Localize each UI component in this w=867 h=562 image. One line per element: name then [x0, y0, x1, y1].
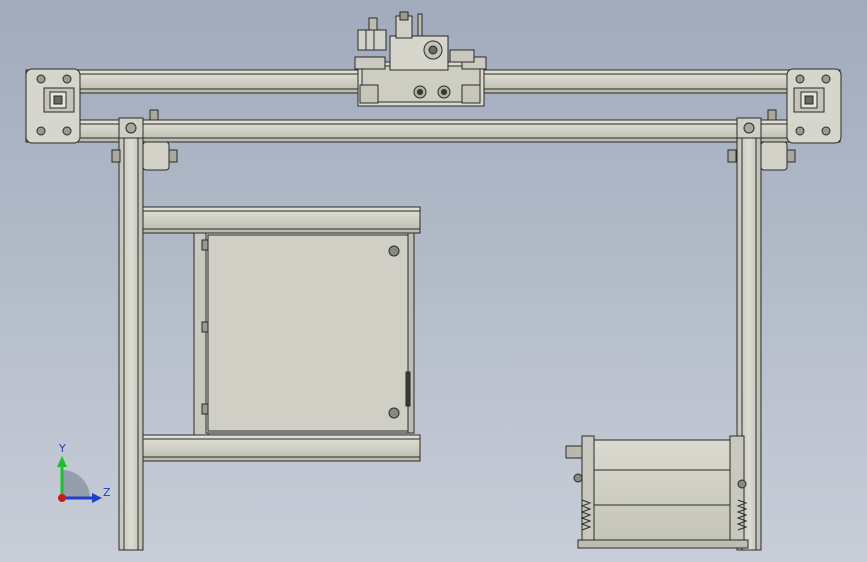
cabinet-frame	[142, 206, 421, 462]
right-corner-bracket	[727, 109, 796, 171]
right-end-plate	[786, 68, 842, 144]
left-corner-bracket	[111, 109, 178, 171]
axis-triad	[57, 456, 102, 503]
right-vertical-post	[736, 117, 762, 551]
gantry-carriage	[354, 11, 487, 107]
z-axis-label: Z	[103, 486, 111, 499]
left-end-plate	[25, 68, 81, 144]
electrical-cabinet	[201, 232, 415, 434]
lower-gantry-beam	[25, 119, 841, 143]
y-axis-label: Y	[59, 442, 66, 455]
left-vertical-post	[118, 117, 144, 551]
servo-motor	[565, 435, 749, 549]
